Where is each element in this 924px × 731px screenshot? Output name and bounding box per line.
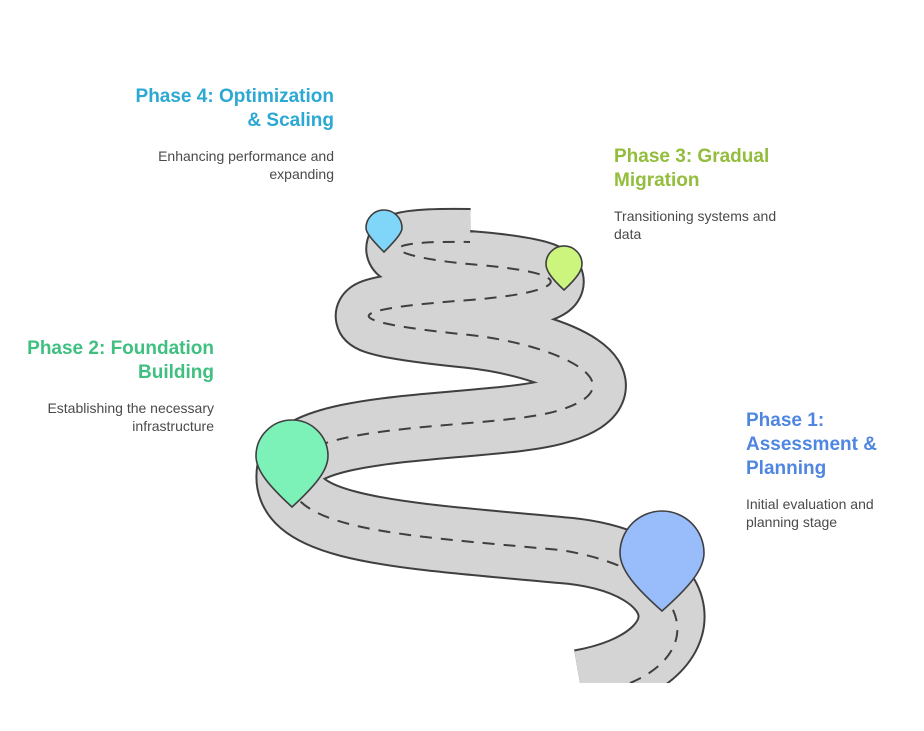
phase-1-title: Phase 1: Assessment & Planning (746, 410, 877, 479)
phase-2-title: Phase 2: Foundation Building (27, 338, 214, 383)
phase-4-description: Enhancing performance and expanding (158, 148, 334, 182)
pin-phase-1-icon (619, 510, 705, 613)
road-surface (257, 209, 704, 715)
phase-2-description: Establishing the necessary infrastructur… (47, 400, 214, 434)
pin-phase-4-icon (365, 209, 403, 254)
pin-phase-3-icon (545, 245, 583, 292)
phase-4-block: Phase 4: Optimization & Scaling Enhancin… (120, 85, 334, 183)
phase-3-block: Phase 3: Gradual Migration Transitioning… (614, 145, 814, 243)
phase-1-description: Initial evaluation and planning stage (746, 496, 874, 530)
phase-1-block: Phase 1: Assessment & Planning Initial e… (746, 409, 916, 531)
phase-3-description: Transitioning systems and data (614, 208, 777, 242)
phase-4-title: Phase 4: Optimization & Scaling (135, 86, 334, 131)
phase-2-block: Phase 2: Foundation Building Establishin… (10, 337, 214, 435)
road-center-dashes (288, 240, 679, 684)
phase-3-title: Phase 3: Gradual Migration (614, 146, 770, 191)
pin-phase-2-icon (255, 419, 329, 509)
